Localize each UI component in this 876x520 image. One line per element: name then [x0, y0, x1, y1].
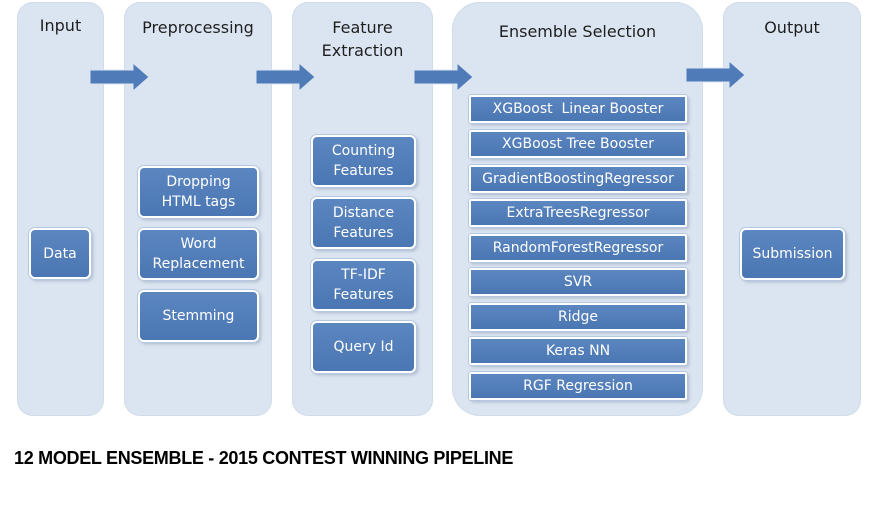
preprocessing-stage-title: Preprocessing: [142, 18, 254, 37]
model-box: Keras NN: [469, 337, 687, 365]
right-arrow-icon: [89, 62, 151, 92]
query-id-node: Query Id: [311, 321, 416, 373]
ensemble-selection-stage: Ensemble Selection XGBoost Linear Booste…: [452, 2, 703, 416]
model-box: Ridge: [469, 303, 687, 331]
output-stage: Output Submission: [723, 2, 861, 416]
feature-extraction-stage: Feature Extraction Counting Features Dis…: [292, 2, 433, 416]
model-box: SVR: [469, 268, 687, 296]
output-stage-title: Output: [764, 18, 820, 37]
word-replacement-node: Word Replacement: [138, 228, 259, 280]
model-box: RandomForestRegressor: [469, 234, 687, 262]
model-box: XGBoost Linear Booster: [469, 95, 687, 123]
stemming-node: Stemming: [138, 290, 259, 342]
right-arrow-icon: [255, 62, 317, 92]
figure-caption: 12 MODEL ENSEMBLE - 2015 CONTEST WINNING…: [14, 448, 514, 468]
distance-features-node: Distance Features: [311, 197, 416, 249]
model-box: RGF Regression: [469, 372, 687, 400]
ensemble-selection-stage-title: Ensemble Selection: [498, 22, 657, 41]
right-arrow-icon: [685, 60, 747, 90]
preprocessing-stage: Preprocessing Dropping HTML tags Word Re…: [124, 2, 272, 416]
right-arrow-icon: [413, 62, 475, 92]
submission-node: Submission: [740, 228, 845, 280]
model-box: ExtraTreesRegressor: [469, 199, 687, 227]
input-stage-title: Input: [39, 16, 82, 35]
counting-features-node: Counting Features: [311, 135, 416, 187]
model-box: GradientBoostingRegressor: [469, 165, 687, 193]
feature-extraction-stage-title: Feature Extraction: [321, 18, 404, 60]
tf-idf-features-node: TF-IDF Features: [311, 259, 416, 311]
model-box: XGBoost Tree Booster: [469, 130, 687, 158]
dropping-html-tags-node: Dropping HTML tags: [138, 166, 259, 218]
data-node: Data: [29, 228, 91, 279]
